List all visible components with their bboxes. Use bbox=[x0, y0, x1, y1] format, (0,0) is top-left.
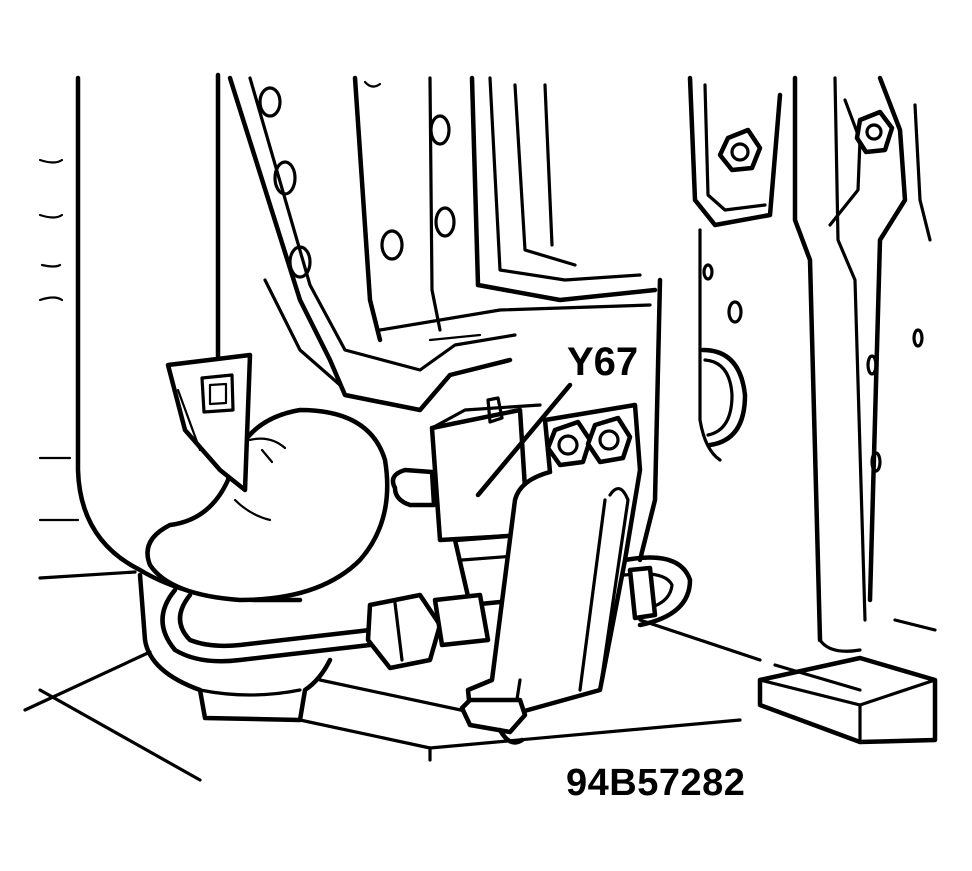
mounting-bracket bbox=[459, 402, 643, 745]
frame-rail bbox=[227, 75, 658, 413]
right-rail bbox=[792, 75, 932, 653]
callout-label-y67: Y67 bbox=[567, 340, 639, 384]
right-plate bbox=[637, 75, 783, 563]
elbow-hose bbox=[145, 407, 390, 603]
lower-base bbox=[137, 572, 742, 762]
right-block bbox=[638, 618, 938, 745]
left-bracket bbox=[165, 352, 253, 493]
callout-leader-line bbox=[475, 382, 573, 498]
brake-pipe bbox=[160, 555, 693, 671]
figure-id: 94B57282 bbox=[566, 762, 746, 804]
